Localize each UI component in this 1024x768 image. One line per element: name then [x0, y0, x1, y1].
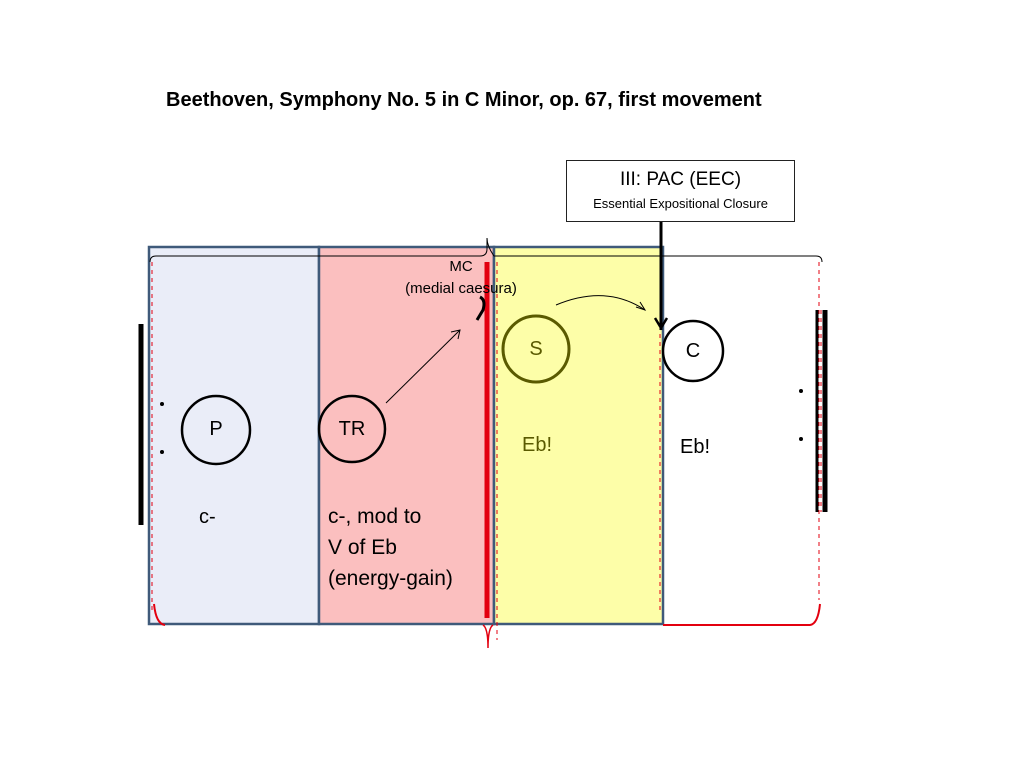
tr-to-mc-arrow: [385, 329, 461, 404]
tr-circle-label: TR: [338, 418, 366, 440]
p-key: c-: [199, 506, 216, 528]
eec-callout-box: III: PAC (EEC) Essential Expositional Cl…: [566, 160, 795, 222]
left-repeat-dot-bottom: [160, 450, 164, 454]
eec-subtitle: Essential Expositional Closure: [593, 196, 768, 211]
s-zone: [492, 245, 665, 626]
s-circle: [501, 314, 571, 384]
caesura-mark: [475, 295, 486, 321]
bottom-left-red-bracket: [153, 603, 166, 626]
c-circle: [661, 319, 725, 383]
tr-zone: [317, 245, 496, 626]
eec-title: III: PAC (EEC): [619, 169, 742, 190]
tr-key: c-, mod to V of Eb (energy-gain): [328, 501, 453, 594]
mc-label-line1: MC: [449, 258, 473, 275]
right-repeat-dot-bottom: [799, 437, 803, 441]
right-repeat-dot-top: [799, 389, 803, 393]
tr-circle: [317, 394, 387, 464]
tr-to-mc-arrowhead: [450, 329, 461, 340]
diagram-title: Beethoven, Symphony No. 5 in C Minor, op…: [166, 89, 762, 111]
left-repeat-dot-top: [160, 402, 164, 406]
p-circle-label: P: [209, 418, 223, 440]
p-zone: [147, 245, 321, 626]
c-circle-label: C: [685, 340, 701, 362]
c-key: Eb!: [680, 436, 711, 458]
bottom-mc-red-bracket: [482, 624, 494, 649]
tr-key-line1: c-, mod to: [328, 505, 422, 528]
tr-key-line3: (energy-gain): [328, 567, 453, 590]
s-key: Eb!: [522, 434, 553, 456]
s-to-c-arrowhead: [635, 301, 647, 311]
mc-label-line2: (medial caesura): [405, 280, 517, 297]
mc-label: MC (medial caesura): [394, 256, 528, 300]
p-circle: [180, 394, 252, 466]
s-to-c-arrow: [555, 295, 646, 311]
c-arrival-chevron: [653, 317, 669, 331]
tr-key-line2: V of Eb: [328, 536, 397, 559]
s-circle-label: S: [529, 338, 543, 360]
bottom-right-red-bracket: [663, 603, 821, 626]
exposition-top-bracket: [149, 237, 823, 263]
